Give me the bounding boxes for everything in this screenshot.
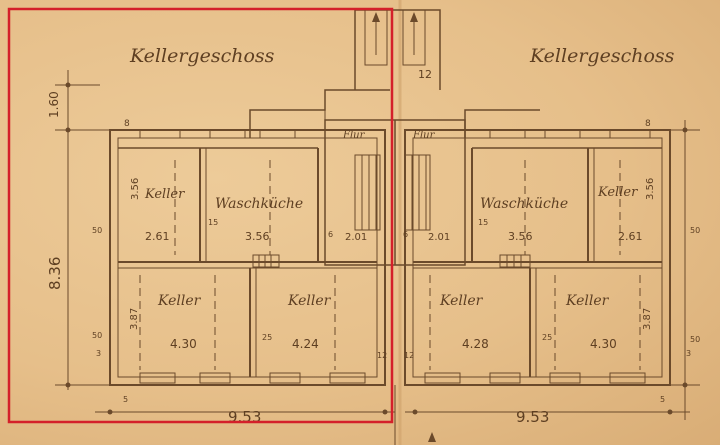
left-waschkueche-width: 3.56 [245,230,270,243]
left-flur-width: 2.01 [345,232,367,243]
small-dim: 15 [478,218,488,227]
left-total-width: 9.53 [228,408,261,426]
small-dim: 12 [404,351,414,360]
right-flur-width: 2.01 [428,232,450,243]
right-waschkueche-label: Waschküche [480,196,568,212]
small-dim: 50 [690,226,700,235]
central-stairwell [324,9,466,445]
small-dim: 6 [403,230,408,239]
left-keller-small-label: Keller [144,187,185,202]
left-keller-small-depth: 3.56 [130,178,141,200]
right-keller-lower-right-depth: 3.87 [642,308,653,330]
highlight-box [7,7,394,424]
left-keller-lower-left-depth: 3.87 [129,308,140,330]
small-dim: 25 [542,333,552,342]
left-keller-lower-right-width: 4.24 [292,337,319,351]
left-keller-lower-left-label: Keller [157,293,202,309]
left-plan [55,70,395,415]
small-dim: 8 [124,119,130,129]
flur-left-label: Flur [342,130,366,141]
small-dim: 12 [377,351,387,360]
small-dim: 5 [123,395,128,404]
right-title: Kellergeschoss [529,45,675,67]
left-waschkueche-label: Waschküche [215,196,303,212]
right-total-width: 9.53 [516,408,549,426]
left-keller-lower-right-label: Keller [287,293,332,309]
right-keller-small-depth: 3.56 [645,178,656,200]
left-title: Kellergeschoss [129,45,275,67]
right-waschkueche-width: 3.56 [508,230,533,243]
left-top-offset: 1.60 [47,91,61,118]
small-dim: 50 [92,226,102,235]
right-keller-lower-right-label: Keller [565,293,610,309]
small-dim: 50 [92,331,102,340]
right-keller-small-label: Keller [597,185,638,200]
left-keller-small-width: 2.61 [145,230,170,243]
small-dim: 15 [208,218,218,227]
left-keller-lower-left-width: 4.30 [170,337,197,351]
right-keller-small-width: 2.61 [618,230,643,243]
small-dim: 50 [690,335,700,344]
right-keller-lower-left-label: Keller [439,293,484,309]
stair-count-label: 12 [418,68,432,81]
small-dim: 25 [262,333,272,342]
small-dim: 5 [660,395,665,404]
small-dim: 8 [645,119,651,129]
small-dim: 6 [328,230,333,239]
right-keller-lower-left-width: 4.28 [462,337,489,351]
right-keller-lower-right-width: 4.30 [590,337,617,351]
small-dim: 3 [96,349,101,358]
flur-right-label: Flur [412,130,436,141]
small-dim: 3 [686,349,691,358]
left-total-depth: 8.36 [46,257,64,290]
small-dimension-notes: 50 50 50 50 8 8 5 5 3 3 12 12 6 6 25 25 … [92,119,700,404]
right-plan [404,109,700,420]
